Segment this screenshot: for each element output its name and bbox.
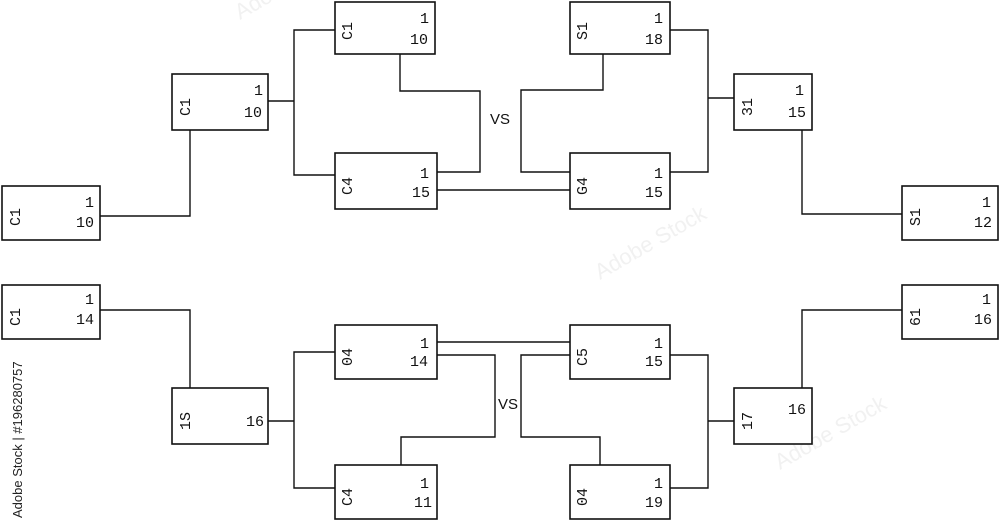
score-value: 18 [645, 32, 663, 49]
connector [100, 309, 191, 388]
team-code: C1 [340, 22, 357, 40]
bottom-bracket-connectors [100, 309, 902, 489]
score-value: 16 [974, 312, 992, 329]
top-bracket-connectors [100, 29, 902, 217]
connector [520, 354, 601, 465]
team-code: 04 [340, 348, 357, 366]
score-value: 10 [244, 105, 262, 122]
seed-number: 1 [654, 476, 663, 493]
score-value: 15 [412, 185, 430, 202]
team-code: S1 [908, 208, 925, 226]
team-code: 61 [908, 308, 925, 326]
match-box-frame [334, 152, 438, 210]
team-code: C1 [8, 208, 25, 226]
seed-number: 1 [654, 166, 663, 183]
connector [520, 54, 604, 173]
match-box: C1 1 10 [171, 73, 269, 131]
connector [293, 29, 335, 176]
match-box-frame [733, 387, 813, 445]
connector [801, 309, 902, 388]
team-code: S1 [575, 22, 592, 40]
connector [670, 29, 709, 173]
vs-label-top: VS [490, 111, 510, 128]
match-box-frame [171, 387, 269, 445]
seed-number: 1 [420, 166, 429, 183]
match-box-frame [1, 284, 101, 340]
team-code: G4 [575, 177, 592, 195]
team-code: C1 [8, 308, 25, 326]
connector [400, 354, 496, 465]
seed-number: 1 [982, 292, 991, 309]
seed-number: 1 [254, 83, 263, 100]
score-value: 15 [645, 185, 663, 202]
seed-number: 1 [85, 195, 94, 212]
score-value: 15 [788, 105, 806, 122]
match-box: 17 16 [733, 387, 813, 445]
seed-number: 1 [420, 336, 429, 353]
watermark-logo-text: Adobe Stock [590, 200, 711, 285]
match-box-frame [901, 284, 999, 340]
match-box-frame [569, 324, 671, 380]
team-code: C4 [340, 488, 357, 506]
match-box: C4 1 15 [334, 152, 438, 210]
vs-label-bottom: VS [498, 396, 518, 413]
match-box: 04 1 19 [569, 464, 671, 520]
match-box: 31 1 15 [733, 73, 813, 131]
match-box: C1 1 10 [334, 1, 436, 55]
watermark-logo-text: Adobe Stock [230, 0, 351, 24]
score-value: 14 [410, 354, 428, 371]
match-box-frame [334, 324, 438, 380]
match-box: C4 1 11 [334, 464, 438, 520]
seed-number: 1 [420, 476, 429, 493]
match-box: C5 1 15 [569, 324, 671, 380]
match-box-frame [569, 464, 671, 520]
match-box: 61 1 16 [901, 284, 999, 340]
match-box-frame [569, 152, 671, 210]
match-box: G4 1 15 [569, 152, 671, 210]
score-value: 16 [788, 402, 806, 419]
team-code: C5 [575, 348, 592, 366]
match-box-frame [901, 185, 999, 241]
team-code: C4 [340, 177, 357, 195]
match-box: S1 1 12 [901, 185, 999, 241]
match-box: C1 1 10 [1, 185, 101, 241]
seed-number: 1 [85, 292, 94, 309]
match-box: 1S 16 [171, 387, 269, 445]
match-box-frame [733, 73, 813, 131]
connector [399, 54, 481, 173]
team-code: 1S [178, 412, 195, 430]
score-value: 19 [645, 495, 663, 512]
team-code: 31 [740, 98, 757, 116]
connector [801, 130, 902, 215]
match-box-frame [1, 185, 101, 241]
score-value: 10 [410, 32, 428, 49]
match-box-frame [334, 1, 436, 55]
seed-number: 1 [654, 336, 663, 353]
seed-number: 1 [795, 83, 804, 100]
match-box: 04 1 14 [334, 324, 438, 380]
match-box-frame [569, 1, 671, 55]
team-code: 17 [740, 412, 757, 430]
connector [670, 354, 709, 489]
connector [100, 130, 191, 217]
match-box-frame [334, 464, 438, 520]
score-value: 16 [246, 414, 264, 431]
seed-number: 1 [420, 11, 429, 28]
score-value: 11 [414, 495, 432, 512]
stock-id-watermark: Adobe Stock | #196280757 [10, 361, 25, 518]
score-value: 15 [645, 354, 663, 371]
score-value: 12 [974, 215, 992, 232]
match-box-frame [171, 73, 269, 131]
seed-number: 1 [654, 11, 663, 28]
team-code: C1 [178, 98, 195, 116]
match-box: S1 1 18 [569, 1, 671, 55]
connector [293, 351, 335, 489]
match-box: C1 1 14 [1, 284, 101, 340]
team-code: 04 [575, 488, 592, 506]
score-value: 10 [76, 215, 94, 232]
score-value: 14 [76, 312, 94, 329]
seed-number: 1 [982, 195, 991, 212]
